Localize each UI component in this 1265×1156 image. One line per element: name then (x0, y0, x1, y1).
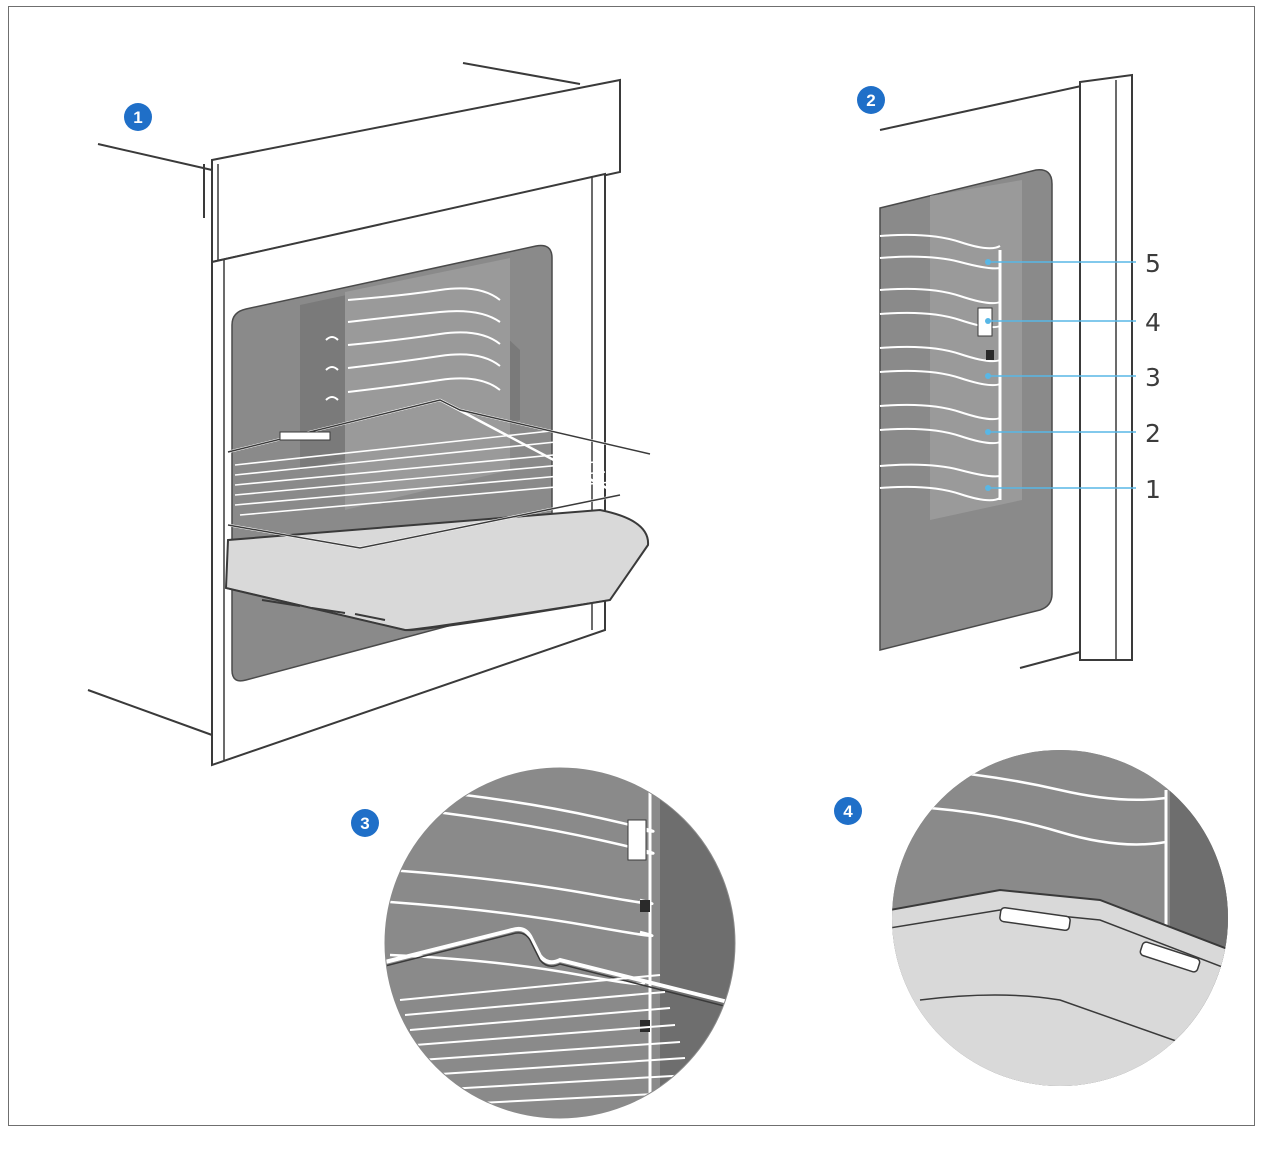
level-callouts: 5 4 3 2 1 (985, 249, 1161, 504)
panel-1-badge: 1 (124, 103, 152, 131)
panel-2-badge: 2 (857, 86, 885, 114)
level-label-5: 5 (1145, 249, 1161, 278)
panel-3-badge: 3 (351, 809, 379, 837)
level-callout-5: 5 (985, 249, 1161, 278)
panel-3-number: 3 (360, 814, 369, 833)
panel-1-oven (87, 62, 657, 767)
panel-4-zoom-tray (892, 750, 1228, 1086)
panel-1-number: 1 (133, 108, 142, 127)
level-callout-1: 1 (985, 475, 1161, 504)
badge-circle (351, 809, 379, 837)
panel-3-zoom-shelf (384, 767, 736, 1119)
badge-circle (834, 797, 862, 825)
level-callout-4: 4 (985, 308, 1161, 337)
panel-4-badge: 4 (834, 797, 862, 825)
level-callout-3: 3 (985, 363, 1161, 392)
level-label-4: 4 (1145, 308, 1161, 337)
panel-2-side-wall (879, 73, 1133, 669)
badge-circle (857, 86, 885, 114)
panel-2-number: 2 (866, 91, 875, 110)
panel-4-number: 4 (843, 802, 853, 821)
figure-frame (8, 6, 1255, 1126)
badge-circle (124, 103, 152, 131)
level-label-2: 2 (1145, 419, 1161, 448)
level-label-1: 1 (1145, 475, 1161, 504)
level-label-3: 3 (1145, 363, 1161, 392)
level-callout-2: 2 (985, 419, 1161, 448)
